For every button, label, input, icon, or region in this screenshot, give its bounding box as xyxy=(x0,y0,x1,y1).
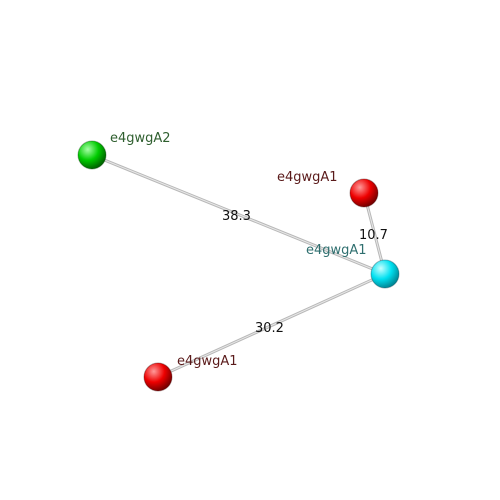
node-green-label: e4gwgA2 xyxy=(110,131,171,146)
node-red-top-sphere[interactable] xyxy=(349,178,379,208)
edges xyxy=(90,153,387,379)
node-red-bottom[interactable]: e4gwgA1 xyxy=(143,354,238,392)
node-green[interactable]: e4gwgA2 xyxy=(77,131,171,170)
node-cyan[interactable]: e4gwgA1 xyxy=(306,243,400,289)
node-red-bottom-sphere[interactable] xyxy=(143,362,173,392)
edge-label-red-bottom-cyan: 30.2 xyxy=(255,321,284,336)
node-cyan-label: e4gwgA1 xyxy=(306,243,367,258)
node-cyan-sphere[interactable] xyxy=(370,259,400,289)
edge-red-bottom-to-cyan xyxy=(156,272,387,379)
node-red-top[interactable]: e4gwgA1 xyxy=(277,170,379,208)
edge-label-green-cyan: 38.3 xyxy=(222,209,251,224)
node-red-top-label: e4gwgA1 xyxy=(277,170,338,185)
node-green-sphere[interactable] xyxy=(77,140,107,170)
edge-label-red-top-cyan: 10.7 xyxy=(359,228,388,243)
node-red-bottom-label: e4gwgA1 xyxy=(177,354,238,369)
edge-green-to-cyan xyxy=(90,153,387,276)
edge-labels: 38.3 10.7 30.2 xyxy=(222,209,388,336)
nodes: e4gwgA2 e4gwgA1 e4gwgA1 e4gwgA1 xyxy=(77,131,400,392)
